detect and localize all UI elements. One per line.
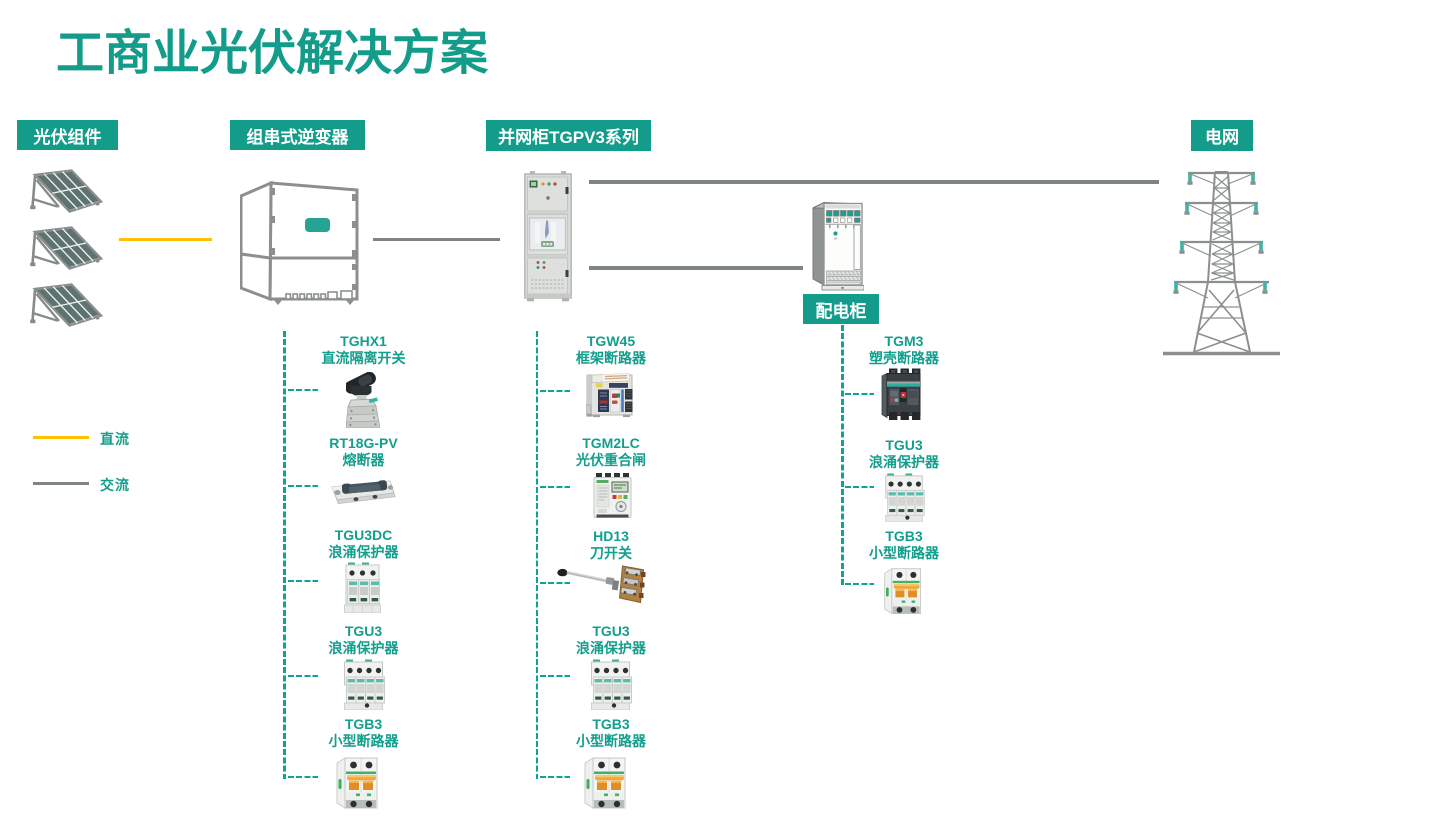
dashed-connector-vertical [535,331,538,779]
component-model: RT18G-PV [329,435,398,451]
mini-circuit-breaker-icon [584,755,628,813]
grid-cabinet-illustration [524,171,572,303]
component-model: TGU3DC [334,527,393,543]
component-model: TGB3 [885,528,923,544]
component-name: 小型断路器 [576,733,646,749]
tag-power-grid: 电网 [1191,120,1253,151]
mini-circuit-breaker-icon [882,566,925,618]
distribution-cabinet-icon [812,201,864,291]
molded-case-breaker-icon [881,368,921,420]
component-model: TGU3 [592,623,630,639]
component-name: 小型断路器 [328,733,399,749]
component-model: TGU3 [885,437,923,453]
dashed-connector-vertical [283,331,286,779]
dashed-connector-branch [288,579,318,583]
component-name: 浪涌保护器 [328,640,399,656]
component-name: 浪涌保护器 [869,454,939,470]
component-name: 直流隔离开关 [321,350,406,366]
solar-panel-array [28,168,104,330]
legend-dc-label: 直流 [100,431,130,447]
component-model: TGM2LC [582,435,640,451]
tag-grid-cabinet: 并网柜TGPV3系列 [486,120,651,151]
tag-string-inverter: 组串式逆变器 [230,120,365,150]
component-name: 刀开关 [590,545,632,561]
component-model: TGM3 [884,333,924,349]
dashed-connector-branch [540,775,570,779]
dashed-connector-branch [540,485,570,489]
dc-line [119,238,212,241]
knife-switch-icon [557,565,648,603]
dashed-connector-branch [845,485,874,489]
transmission-tower-icon [1163,171,1280,356]
page-title: 工商业光伏解决方案 [56,27,489,80]
component-name: 浪涌保护器 [576,640,646,656]
grid-cabinet-icon [524,171,572,302]
component-model: TGU3 [344,623,383,639]
ac-line-inverter-cabinet [373,238,500,241]
component-model: TGHX1 [340,333,387,349]
component-name: 熔断器 [342,452,385,468]
distribution-cabinet-illustration [811,197,864,292]
tag-distribution-cabinet: 配电柜 [803,294,879,324]
dashed-connector-branch [288,388,318,392]
component-name: 塑壳断路器 [869,350,939,366]
dashed-connector-branch [540,581,570,585]
component-model: TGB3 [592,716,630,732]
mini-circuit-breaker-icon [336,755,380,813]
dc-isolator-switch-icon [346,372,380,428]
surge-protector-4p-icon [884,473,925,522]
solar-panel-icon [28,169,103,327]
transmission-tower-illustration [1163,168,1280,357]
pv-recloser-icon [593,473,632,520]
component-name: 浪涌保护器 [328,544,399,560]
string-inverter-illustration [240,178,360,306]
legend-ac-label: 交流 [100,477,130,493]
dashed-connector-branch [845,582,874,586]
ac-line-cabinet-grid [589,180,1159,184]
dashed-connector-vertical [841,325,844,585]
dashed-connector-branch [288,775,318,779]
legend-dc-line [33,436,89,439]
dashed-connector-branch [288,484,318,488]
legend-ac-line [33,482,89,485]
component-model: TGB3 [344,716,383,732]
component-name: 小型断路器 [869,545,939,561]
component-model: TGW45 [586,333,636,349]
dashed-connector-branch [288,674,318,678]
dashed-connector-branch [540,389,570,393]
surge-protector-4p-icon [590,659,632,710]
fuse-holder-icon [330,478,398,504]
air-circuit-breaker-icon [586,373,634,418]
tag-pv-modules: 光伏组件 [17,120,118,150]
dashed-connector-branch [845,392,874,396]
surge-protector-3p-icon [344,562,381,613]
ac-line-cabinet-distribution [589,266,803,270]
string-inverter-icon [240,180,359,305]
component-name: 框架断路器 [576,350,646,366]
dashed-connector-branch [540,674,570,678]
component-name: 光伏重合闸 [576,452,646,468]
surge-protector-4p-icon [343,659,385,710]
component-model: HD13 [593,528,629,544]
